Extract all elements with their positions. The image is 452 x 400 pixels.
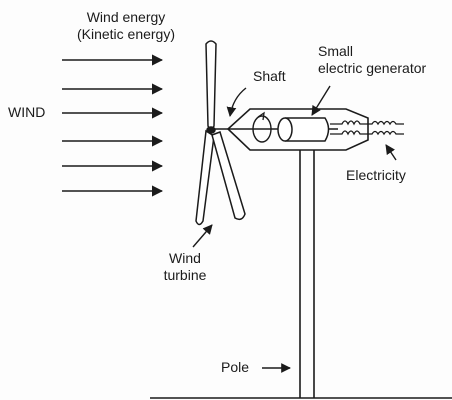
rotation-symbol (252, 115, 272, 143)
generator-label: Small electric generator (318, 43, 426, 77)
generator-pointer (311, 85, 331, 116)
wind-energy-label: Wind energy (Kinetic energy) (52, 9, 200, 43)
blade-top (205, 40, 217, 130)
turbine-blades (195, 40, 246, 226)
electric-wires (330, 120, 404, 136)
electricity-pointer (385, 144, 397, 161)
nacelle (226, 108, 369, 151)
wind-energy-line1: Wind energy (86, 9, 166, 25)
wind-energy-line2: (Kinetic energy) (76, 26, 176, 42)
hub (206, 126, 216, 134)
electricity-label: Electricity (346, 167, 406, 183)
wind-label: WIND (8, 104, 46, 120)
rotation-arrow (257, 111, 265, 121)
wire-bottom (330, 130, 404, 136)
label-pointers (192, 85, 397, 373)
turbine-pointer (192, 224, 213, 248)
turbine-line2: turbine (163, 267, 207, 283)
generator (277, 117, 330, 142)
blade-lower-right (211, 131, 246, 221)
blade-lower-left (195, 129, 215, 226)
generator-line1: Small (318, 43, 354, 59)
turbine-line1: Wind (169, 250, 201, 266)
wind-arrows (62, 54, 164, 197)
turbine-label: Wind turbine (150, 250, 220, 284)
pole (299, 150, 315, 398)
generator-line2: electric generator (318, 60, 427, 76)
pole-label: Pole (221, 359, 250, 375)
wire-top (330, 120, 404, 126)
shaft-pointer (226, 87, 247, 117)
shaft-label: Shaft (253, 68, 286, 84)
